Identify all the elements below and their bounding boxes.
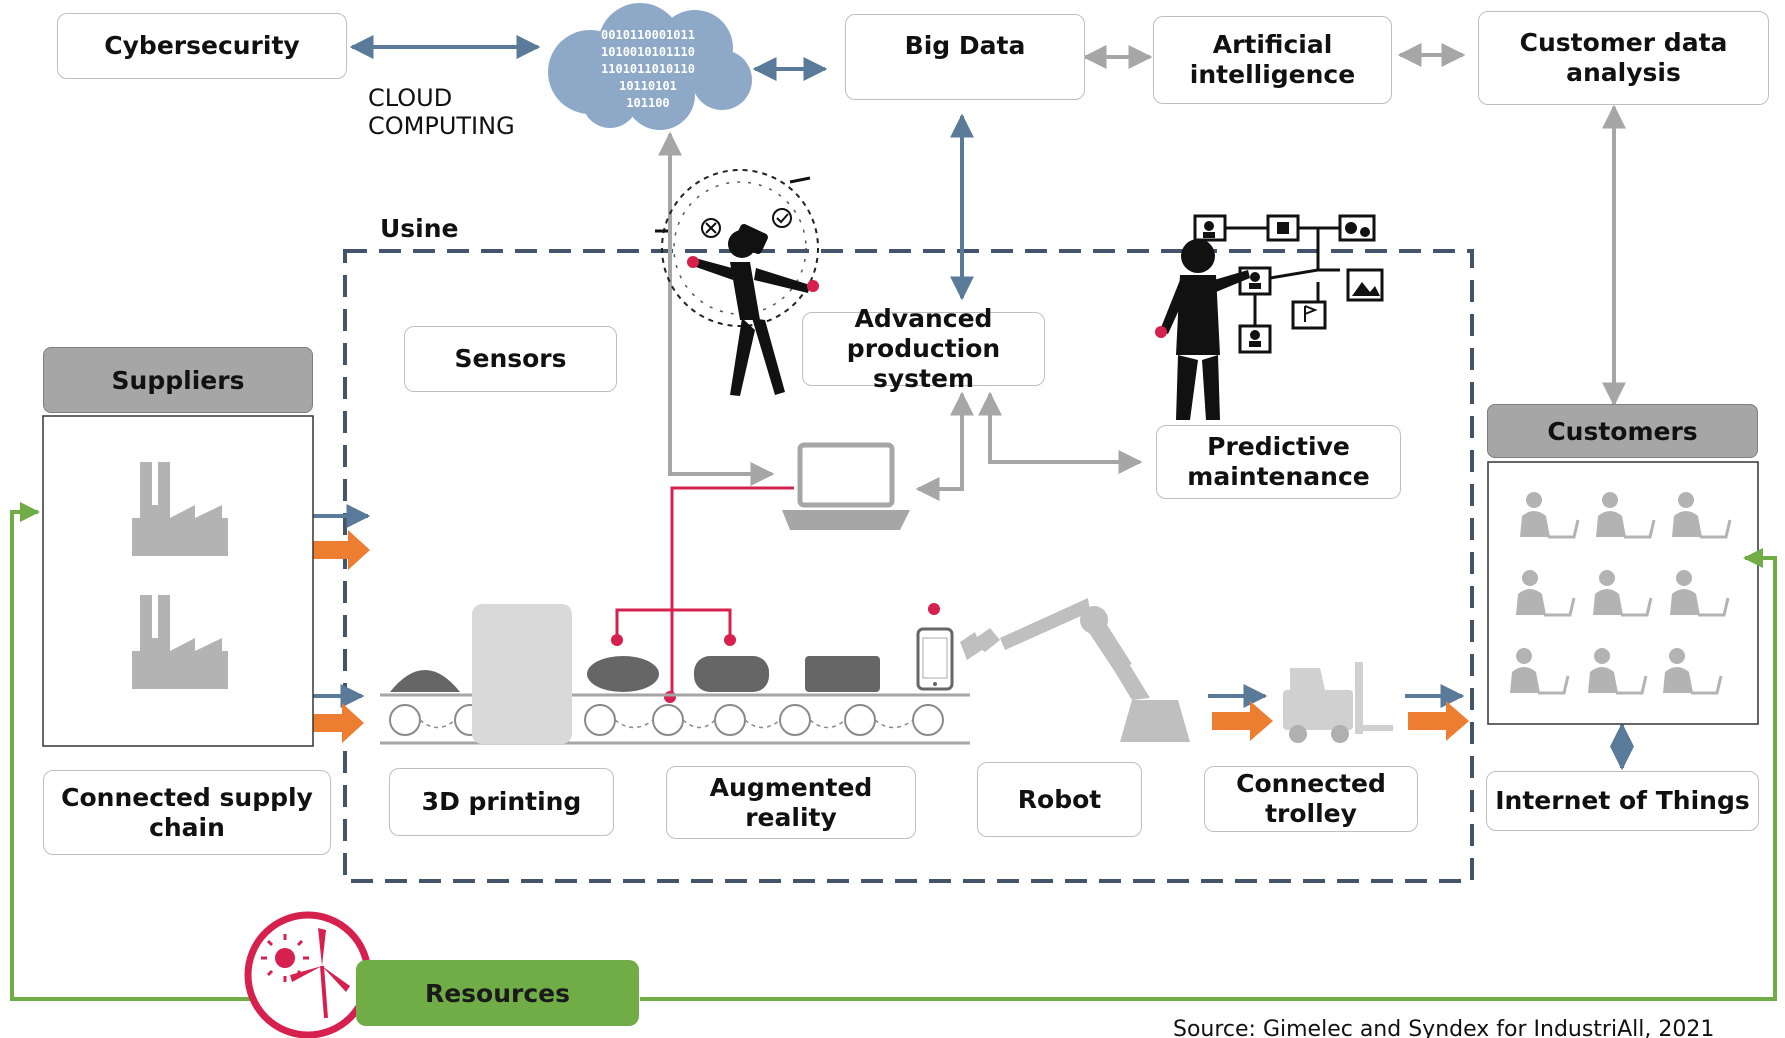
customer-icon bbox=[1510, 492, 1732, 695]
cloud-binary-line: 1010010101110 bbox=[601, 45, 695, 59]
resources-bar: Resources bbox=[356, 960, 639, 1026]
forklift-icon bbox=[1283, 662, 1393, 743]
cloud-binary-line: 101100 bbox=[626, 96, 670, 110]
3d-printing-box: 3D printing bbox=[389, 768, 614, 836]
cloud-binary-line: 1101011010110 bbox=[601, 62, 695, 76]
resources-label: Resources bbox=[424, 978, 571, 1008]
3d-printing-label: 3D printing bbox=[421, 787, 582, 816]
conveyor-belt bbox=[380, 604, 970, 745]
robot-box: Robot bbox=[977, 762, 1142, 837]
cloud-computing-line2: COMPUTING bbox=[368, 112, 515, 140]
customer-data-analysis-box: Customer data analysis bbox=[1478, 11, 1769, 105]
big-data-box: Big Data bbox=[845, 14, 1085, 100]
cybersecurity-box: Cybersecurity bbox=[57, 13, 347, 79]
internet-of-things-label: Internet of Things bbox=[1495, 786, 1750, 815]
advanced-production-system-box: Advanced production system bbox=[802, 304, 1045, 393]
cloud-binary-line: 0010110001011 bbox=[601, 28, 695, 42]
big-data-label: Big Data bbox=[904, 31, 1026, 60]
cybersecurity-label: Cybersecurity bbox=[104, 31, 300, 60]
connected-supply-chain-label: Connected supply chain bbox=[61, 782, 313, 842]
flow-arrows bbox=[302, 504, 1634, 771]
cloud-binary-line: 10110101 bbox=[619, 79, 677, 93]
ai-box: Artificial intelligence bbox=[1153, 16, 1392, 104]
sensor-network bbox=[615, 486, 794, 697]
arrow-cloud-laptop bbox=[658, 131, 775, 486]
suppliers-content bbox=[42, 415, 314, 747]
sensors-box: Sensors bbox=[404, 326, 617, 392]
cloud-computing-line1: CLOUD bbox=[368, 84, 453, 112]
customers-label: Customers bbox=[1547, 416, 1698, 446]
robot-label: Robot bbox=[1017, 784, 1102, 814]
suppliers-label: Suppliers bbox=[111, 365, 245, 395]
vr-person-icon bbox=[655, 169, 819, 396]
resources-loop bbox=[10, 502, 1777, 1001]
usine-label: Usine bbox=[380, 214, 459, 243]
internet-of-things-box: Internet of Things bbox=[1486, 771, 1759, 831]
laptop-icon bbox=[782, 442, 910, 530]
factory-icon bbox=[132, 462, 228, 689]
connected-supply-chain-box: Connected supply chain bbox=[43, 770, 331, 855]
sensors-label: Sensors bbox=[454, 344, 567, 373]
advanced-production-system-label: Advanced production system bbox=[846, 304, 1001, 393]
connected-trolley-label: Connected trolley bbox=[1236, 769, 1386, 828]
augmented-reality-label: Augmented reality bbox=[709, 772, 873, 832]
predictive-maintenance-label: Predictive maintenance bbox=[1187, 432, 1370, 491]
suppliers-header: Suppliers bbox=[43, 347, 313, 413]
arrow-aps-predictive bbox=[978, 391, 1143, 474]
wind-solar-icon bbox=[244, 911, 372, 1038]
presenter-icon bbox=[1155, 214, 1384, 420]
robot-arm-icon bbox=[960, 598, 1190, 742]
cloud-computing-label: CLOUD COMPUTING bbox=[368, 84, 515, 140]
cloud-icon bbox=[548, 3, 752, 130]
customer-data-analysis-label: Customer data analysis bbox=[1519, 28, 1728, 87]
cloud-binary: 0010110001011 1010010101110 110101101011… bbox=[578, 27, 718, 112]
source-caption: Source: Gimelec and Syndex for IndustriA… bbox=[1173, 1017, 1715, 1038]
ai-label: Artificial intelligence bbox=[1189, 30, 1356, 89]
augmented-reality-box: Augmented reality bbox=[666, 766, 916, 839]
connected-trolley-box: Connected trolley bbox=[1204, 766, 1418, 832]
arrow-laptop-aps bbox=[915, 391, 974, 501]
predictive-maintenance-box: Predictive maintenance bbox=[1156, 425, 1401, 499]
usine-frame bbox=[343, 249, 1474, 883]
customers-header: Customers bbox=[1487, 404, 1758, 458]
smartphone-icon bbox=[916, 627, 954, 691]
